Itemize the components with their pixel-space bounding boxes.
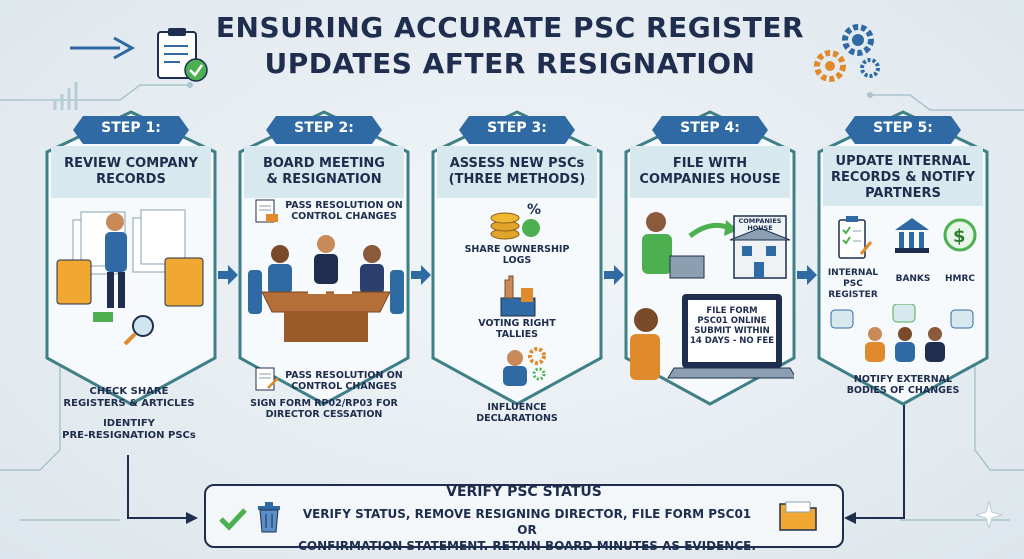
internal-register-line-2: PSC REGISTER — [828, 279, 878, 300]
step-4-label: STEP 4: — [680, 120, 740, 136]
step-4-heading: FILE WITH COMPANIES HOUSE — [630, 148, 790, 196]
companies-house-sign: COMPANIES HOUSE — [734, 218, 786, 232]
step-2-note-1-line-2: CONTROL CHANGES — [291, 211, 397, 222]
step-3-note-1-line-1: SHARE OWNERSHIP — [464, 244, 570, 255]
step-2-heading: BOARD MEETING & RESIGNATION — [244, 148, 404, 196]
step-2-panel: STEP 2: BOARD MEETING & RESIGNATION PASS… — [236, 108, 412, 420]
step-4-panel: STEP 4: FILE WITH COMPANIES HOUSE COMPAN… — [622, 108, 798, 408]
hmrc-label: HMRC — [944, 274, 976, 284]
step-3-note-2-line-1: VOTING RIGHT — [478, 318, 556, 329]
notify-people-icon — [830, 304, 974, 362]
step-5-frame — [817, 110, 989, 406]
step-3-note-1: SHARE OWNERSHIP LOGS — [449, 244, 585, 266]
laptop-screen-line-1: FILE FORM — [706, 306, 758, 316]
step-3-heading-line-1: ASSESS NEW PSCs — [449, 156, 585, 171]
step-1-note-2-line-1: IDENTIFY — [103, 418, 155, 429]
step-3-note-3-line-1: INFLUENCE — [487, 402, 547, 413]
laptop-screen-line-3: SUBMIT WITHIN — [694, 326, 770, 336]
check-icon — [219, 508, 247, 531]
step-2-heading-line-1: BOARD MEETING — [263, 156, 385, 171]
title-line-2: UPDATES AFTER RESIGNATION — [264, 47, 756, 80]
verify-status-line-2: CONFIRMATION STATEMENT. RETAIN BOARD MIN… — [298, 539, 756, 553]
svg-text:%: % — [527, 202, 541, 218]
step-2-note-3-line-1: SIGN FORM RP02/RP03 FOR — [250, 398, 398, 409]
step-3-note-3-line-2: DECLARATIONS — [476, 413, 558, 424]
step-3-heading: ASSESS NEW PSCs (THREE METHODS) — [437, 148, 597, 196]
step-5-notify-line-2: BODIES OF CHANGES — [846, 385, 960, 396]
step-3-note-1-line-2: LOGS — [502, 255, 532, 266]
filing-scene-icon — [630, 212, 794, 380]
step-1-note-1: CHECK SHARE REGISTERS & ARTICLES — [54, 386, 204, 410]
step-1-note-1-line-2: REGISTERS & ARTICLES — [63, 398, 195, 409]
board-meeting-icon — [248, 235, 404, 342]
verify-status-box: VERIFY PSC STATUS VERIFY STATUS, REMOVE … — [204, 484, 844, 553]
gears-icon — [814, 24, 880, 82]
step-2-note-1-line-1: PASS RESOLUTION ON — [285, 200, 403, 211]
step-4-frame — [624, 110, 796, 406]
hmrc-money-icon: $ — [943, 218, 977, 252]
sparkle-icon — [974, 500, 1004, 530]
page-title: ENSURING ACCURATE PSC REGISTER UPDATES A… — [150, 10, 870, 82]
internal-register-label: INTERNAL PSC REGISTER — [821, 268, 885, 301]
step-2-note-2-line-1: PASS RESOLUTION ON — [285, 370, 403, 381]
step-4-heading-line-1: FILE WITH — [672, 156, 748, 171]
step-1-heading-line-1: REVIEW COMPANY — [64, 156, 198, 171]
step-2-label: STEP 2: — [294, 120, 354, 136]
companies-house-sign-line-2: HOUSE — [747, 224, 773, 232]
step-2-note-2-line-2: CONTROL CHANGES — [291, 381, 397, 392]
verify-status-title: VERIFY PSC STATUS — [446, 484, 602, 500]
step-5-heading-line-2: RECORDS & NOTIFY — [831, 170, 975, 185]
step-5-notify-note: NOTIFY EXTERNAL BODIES OF CHANGES — [835, 374, 971, 396]
step-5-label: STEP 5: — [873, 120, 933, 136]
step-1-note-2-line-2: PRE-RESIGNATION PSCs — [62, 430, 196, 441]
step-2-note-3-line-2: DIRECTOR CESSATION — [265, 409, 383, 420]
step-2-note-3: SIGN FORM RP02/RP03 FOR DIRECTOR CESSATI… — [246, 398, 402, 420]
verify-status-text: VERIFY STATUS, REMOVE RESIGNING DIRECTOR… — [292, 506, 762, 554]
records-review-icon — [56, 209, 204, 346]
laptop-screen-line-4: 14 DAYS - NO FEE — [689, 336, 775, 346]
step-3-note-2: VOTING RIGHT TALLIES — [449, 318, 585, 340]
step-1-frame — [45, 110, 217, 406]
step-2-heading-line-2: & RESIGNATION — [266, 172, 382, 187]
folder-icon — [779, 501, 817, 531]
internal-register-line-1: INTERNAL — [827, 268, 879, 278]
verify-status-line-1: VERIFY STATUS, REMOVE RESIGNING DIRECTOR… — [302, 507, 752, 537]
step-1-note-1-line-1: CHECK SHARE — [89, 386, 169, 397]
banks-label: BANKS — [895, 274, 931, 284]
step-5-panel: STEP 5: UPDATE INTERNAL RECORDS & NOTIFY… — [815, 108, 991, 408]
step-5-heading-line-1: UPDATE INTERNAL — [835, 154, 971, 169]
step-3-panel: STEP 3: ASSESS NEW PSCs (THREE METHODS) … — [429, 108, 605, 408]
clipboard-check-icon — [157, 28, 208, 82]
step-5-heading: UPDATE INTERNAL RECORDS & NOTIFY PARTNER… — [823, 150, 983, 206]
step-2-note-1: PASS RESOLUTION ON CONTROL CHANGES — [282, 200, 406, 222]
step-4-heading-line-2: COMPANIES HOUSE — [639, 172, 781, 187]
trash-icon — [258, 502, 280, 533]
step-5-notify-line-1: NOTIFY EXTERNAL — [853, 374, 953, 385]
step-1-heading: REVIEW COMPANY RECORDS — [51, 148, 211, 196]
document-stamp-icon — [255, 199, 278, 223]
title-line-1: ENSURING ACCURATE PSC REGISTER — [215, 11, 805, 44]
influence-person-icon — [503, 347, 546, 386]
step-3-note-3: INFLUENCE DECLARATIONS — [449, 402, 585, 424]
register-clipboard-icon — [838, 216, 873, 259]
step-1-label: STEP 1: — [101, 120, 161, 136]
bank-icon — [895, 218, 929, 253]
step-3-note-2-line-2: TALLIES — [495, 329, 539, 340]
step-3-heading-line-2: (THREE METHODS) — [448, 172, 586, 187]
arrow-right-icon — [70, 36, 136, 60]
svg-text:$: $ — [953, 226, 966, 247]
step-1-heading-line-2: RECORDS — [96, 172, 166, 187]
step-3-label: STEP 3: — [487, 120, 547, 136]
document-sign-icon — [255, 367, 279, 391]
step-5-heading-line-3: PARTNERS — [865, 186, 941, 201]
companies-house-sign-line-1: COMPANIES — [738, 217, 782, 225]
step-1-note-2: IDENTIFY PRE-RESIGNATION PSCs — [54, 418, 204, 442]
step-3-frame — [431, 110, 603, 406]
coins-percent-icon: % — [490, 202, 541, 240]
laptop-screen-line-2: PSC01 ONLINE — [697, 316, 767, 326]
step-1-panel: STEP 1: REVIEW COMPANY RECORDS — [43, 108, 219, 408]
step-2-note-2: PASS RESOLUTION ON CONTROL CHANGES — [282, 370, 406, 392]
laptop-screen-text: FILE FORM PSC01 ONLINE SUBMIT WITHIN 14 … — [688, 306, 776, 346]
voting-hand-icon — [500, 275, 536, 317]
